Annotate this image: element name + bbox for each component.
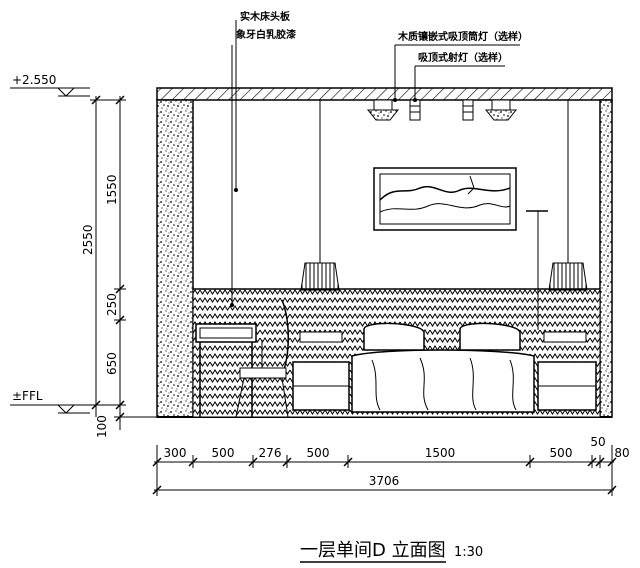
dim-seg-4: 500 <box>307 446 330 460</box>
level-marker-floor: ±FFL <box>10 389 90 414</box>
ceiling-slab <box>156 87 613 101</box>
vertical-dimensions: 2550 1550 250 650 100 <box>81 95 160 438</box>
annotation-downlight: 木质镶嵌式吸顶筒灯（选样） <box>393 30 528 102</box>
level-floor-label: ±FFL <box>12 389 43 403</box>
left-wall <box>156 99 194 418</box>
dim-seg-2: 500 <box>212 446 235 460</box>
downlight-2 <box>484 99 518 121</box>
desk <box>195 323 257 417</box>
dim-seg-1: 300 <box>164 446 187 460</box>
right-wall <box>599 99 613 418</box>
dim-seg-6: 500 <box>550 446 573 460</box>
spotlight-1 <box>409 99 421 121</box>
wall-painting <box>373 167 517 231</box>
nightstand-right <box>537 331 597 411</box>
chair <box>235 299 290 418</box>
bed <box>351 322 535 413</box>
annotation-headboard-line1: 实木床头板 <box>240 10 291 23</box>
annotation-headboard-line2: 象牙白乳胶漆 <box>236 28 296 41</box>
dim-lower: 650 <box>105 352 119 375</box>
downlight-1 <box>366 99 400 121</box>
annotation-spotlight-label: 吸顶式射灯（选样） <box>418 51 508 64</box>
dim-total-width: 3706 <box>369 474 400 488</box>
dim-seg-7: 50 <box>590 435 605 449</box>
dim-upper: 1550 <box>105 174 119 205</box>
level-top-label: +2.550 <box>12 73 56 87</box>
dim-seg-8: 80 <box>614 446 629 460</box>
pendant-lamp-right <box>548 100 588 291</box>
annotation-headboard: 实木床头板 象牙白乳胶漆 <box>230 10 296 307</box>
horizontal-dimensions: 300 500 276 500 1500 500 50 80 3706 <box>152 435 630 496</box>
annotation-spotlight: 吸顶式射灯（选样） <box>413 51 508 102</box>
ceiling-lights <box>366 99 518 121</box>
annotation-downlight-label: 木质镶嵌式吸顶筒灯（选样） <box>397 30 528 43</box>
title-text: 一层单间D 立面图 <box>300 540 446 561</box>
dim-middle: 250 <box>105 293 119 316</box>
dim-seg-3: 276 <box>259 446 282 460</box>
nightstand-left <box>292 331 350 411</box>
h-ticks <box>152 445 617 496</box>
spotlight-2 <box>462 99 474 121</box>
floor-lamp <box>526 210 548 330</box>
level-marker-top: +2.550 <box>10 73 90 97</box>
dim-seg-5: 1500 <box>425 446 456 460</box>
dim-overall-height: 2550 <box>81 224 95 255</box>
title-scale: 1:30 <box>454 545 483 560</box>
dim-base: 100 <box>95 415 109 438</box>
drawing-title: 一层单间D 立面图 1:30 <box>300 540 483 563</box>
pendant-lamp-left <box>300 100 340 291</box>
